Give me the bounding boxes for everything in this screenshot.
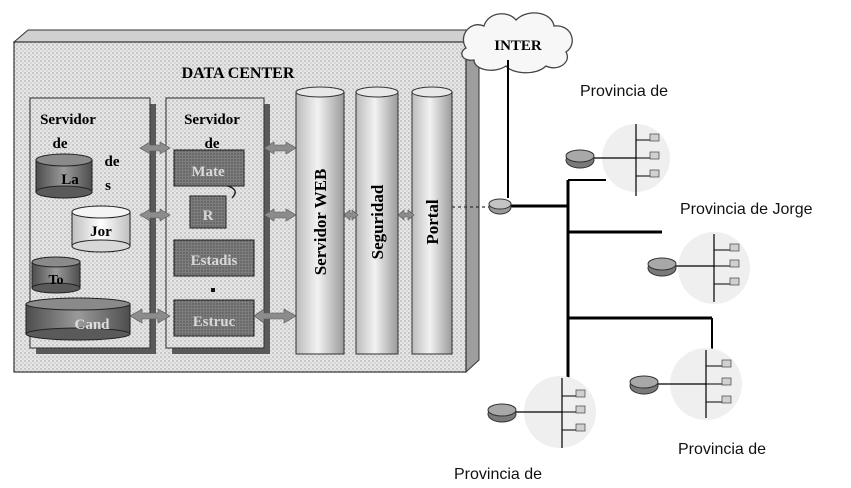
database-label-to: To — [48, 273, 63, 288]
bidirectional-arrow-icon — [129, 141, 415, 324]
web-server-label: Servidor WEB — [311, 169, 330, 276]
module-box-estruc — [173, 299, 255, 337]
db-server-title-line1: Servidor — [40, 112, 96, 128]
database-label-la: La — [61, 172, 79, 188]
security-column — [355, 86, 399, 355]
internet-cloud-icon — [461, 12, 573, 74]
db-server-title-line2: de — [53, 136, 68, 152]
province-label-bottom-center: Provincia de — [454, 466, 542, 483]
module-connector — [227, 185, 236, 199]
data-center-title: DATA CENTER — [182, 65, 295, 82]
db-server-title-line3: de — [105, 154, 120, 170]
app-server-title-line1: Servidor — [184, 112, 240, 128]
province-label-bottom-right: Provincia de — [678, 441, 766, 458]
province-site-bottom-center — [487, 376, 596, 448]
module-box-r — [189, 195, 227, 229]
web-server-column — [295, 86, 345, 355]
province-label-top-right: Provincia de — [580, 83, 668, 100]
database-cylinder-cand — [25, 297, 131, 341]
backbone-network — [507, 60, 713, 380]
database-label-jor: Jor — [90, 224, 112, 240]
database-cylinder-la — [35, 153, 93, 199]
database-cylinder-to — [31, 256, 81, 294]
module-label-mate: Mate — [191, 164, 225, 180]
database-label-cand: Cand — [74, 317, 110, 333]
module-box-mate — [173, 149, 245, 187]
internet-cloud-label: INTER — [494, 38, 542, 54]
security-label: Seguridad — [368, 184, 387, 259]
province-site-middle-right — [647, 232, 750, 304]
module-label-estadis: Estadis — [191, 253, 238, 269]
db-server-title-line4: s — [105, 178, 111, 194]
province-site-bottom-right — [629, 348, 742, 420]
dot-separator — [211, 288, 215, 292]
app-server-title-line2: de — [205, 136, 220, 152]
province-site-top-right — [565, 124, 670, 196]
portal-column — [411, 86, 453, 355]
module-label-r: R — [203, 208, 214, 224]
province-label-middle-right: Provincia de Jorge — [680, 201, 813, 218]
module-label-estruc: Estruc — [193, 314, 236, 330]
database-cylinder-jor — [71, 205, 131, 253]
central-router-icon — [488, 198, 512, 215]
portal-label: Portal — [423, 199, 442, 245]
module-box-estadis — [173, 239, 255, 277]
